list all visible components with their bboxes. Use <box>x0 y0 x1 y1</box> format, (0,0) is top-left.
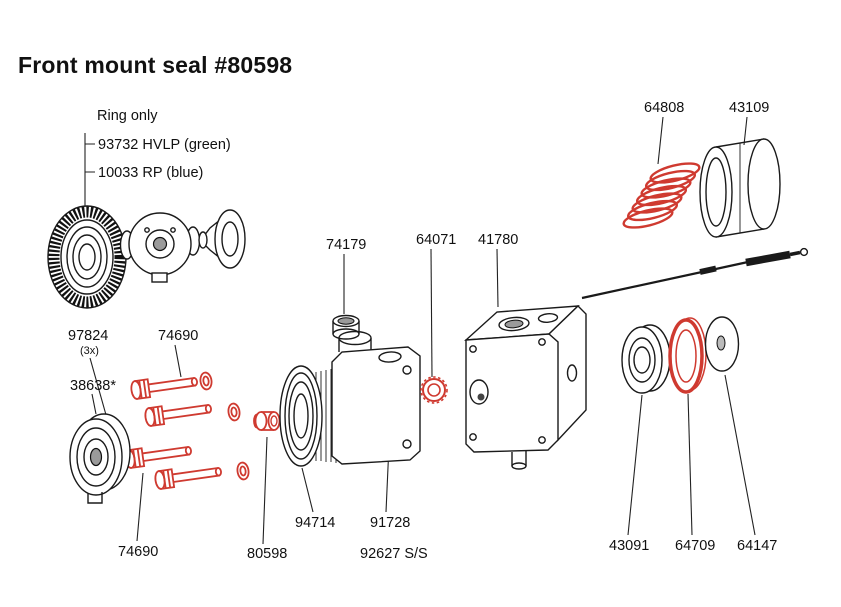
label-screws-bottom-74690: 74690 <box>118 544 158 560</box>
leader-seals-97824 <box>89 357 109 423</box>
label-seal-64709: 64709 <box>675 538 715 554</box>
screw <box>143 398 214 428</box>
leader-nut-64071 <box>430 248 433 378</box>
label-ring-only: Ring only <box>97 108 158 124</box>
leader-ring-43091 <box>627 394 643 536</box>
screw <box>129 371 200 401</box>
label-seal-80598: 80598 <box>247 546 287 562</box>
label-cap-74179: 74179 <box>326 237 366 253</box>
part-cap-74179 <box>332 314 360 340</box>
leader-spring-64808 <box>657 116 664 165</box>
label-body-91728: 91728 <box>370 515 410 531</box>
label-screws-top-74690: 74690 <box>158 328 198 344</box>
label-ring-43091: 43091 <box>609 538 649 554</box>
leader-seal-64709 <box>687 393 693 536</box>
screw <box>153 461 224 491</box>
leader-sleeve-94714 <box>301 467 314 513</box>
seal-washer <box>235 460 251 482</box>
label-nut-64071: 64071 <box>416 232 456 248</box>
part-air-cap-ring-43109 <box>699 138 781 238</box>
label-spring-64808: 64808 <box>644 100 684 116</box>
screw <box>123 440 194 470</box>
part-body-assembly <box>279 330 421 467</box>
part-seals-97824 <box>198 370 251 482</box>
sleeve-94714 <box>279 365 323 467</box>
leader-lines <box>84 116 756 545</box>
leader-seal-80598 <box>262 436 268 545</box>
part-washer-64147 <box>704 316 740 372</box>
part-nozzle <box>198 209 246 269</box>
callout-labels: Ring only 93732 HVLP (green) 10033 RP (b… <box>68 100 777 562</box>
seal-washer <box>198 370 214 392</box>
leader-ring-43109 <box>743 116 748 146</box>
label-ring-hvlp: 93732 HVLP (green) <box>98 137 231 153</box>
leader-gun-body-41780 <box>496 248 499 308</box>
leader-washer-64147 <box>724 374 756 536</box>
seal-washer <box>226 401 242 423</box>
label-gun-body-41780: 41780 <box>478 232 518 248</box>
label-seals-97824: 97824 <box>68 328 108 344</box>
part-spring-64808 <box>620 158 703 233</box>
part-seal-ring-64709 <box>668 317 707 394</box>
part-ring-93732-10033 <box>47 205 127 309</box>
body-block-91728 <box>331 346 421 465</box>
label-ring-rp: 10033 RP (blue) <box>98 165 203 181</box>
label-body-92627: 92627 S/S <box>360 546 428 562</box>
leader-baffle-38638 <box>91 393 97 415</box>
leader-ring-only <box>84 133 95 210</box>
part-air-cap <box>119 212 201 283</box>
part-gun-body-41780 <box>464 305 587 470</box>
label-seals-qty: (3x) <box>80 345 99 357</box>
label-ring-43109: 43109 <box>729 100 769 116</box>
part-baffle-38638 <box>69 413 131 504</box>
part-nut-64071 <box>420 376 448 404</box>
part-front-mount-seal-80598 <box>253 411 281 431</box>
part-needle <box>581 247 809 300</box>
label-baffle-38638: 38638* <box>70 378 116 394</box>
leader-screws-top-74690 <box>174 344 182 378</box>
leader-screws-bottom-74690 <box>136 472 144 542</box>
part-packing-ring-43091 <box>621 324 671 394</box>
label-sleeve-94714: 94714 <box>295 515 335 531</box>
page-title: Front mount seal #80598 <box>18 52 293 78</box>
label-washer-64147: 64147 <box>737 538 777 554</box>
